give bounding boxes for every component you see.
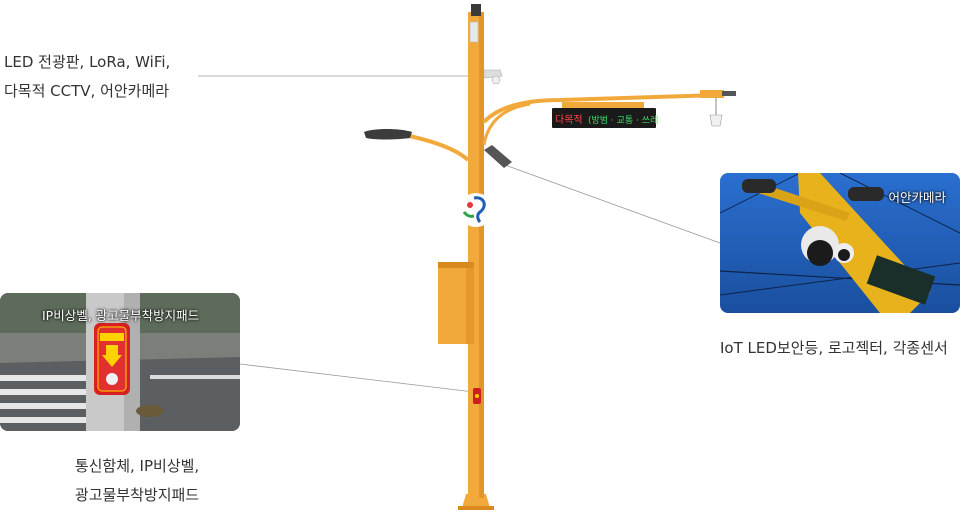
street-light-head [364,129,412,140]
led-board-text-green: (방범 · 교통 · 쓰레 [588,115,658,126]
logojector [484,145,512,168]
led-board-mount [562,102,644,108]
caption-top-left: LED 전광판, LoRa, WiFi, 다목적 CCTV, 어안카메라 [4,48,170,106]
arm-end-sensor [722,91,736,96]
caption-bottom-left: 통신함체, IP비상벨, 광고물부착방지패드 [52,452,222,510]
hanging-camera [709,114,723,127]
caption-line: LED 전광판, LoRa, WiFi, [4,53,171,71]
caption-line: 광고물부착방지패드 [74,486,200,504]
antenna-mount [483,69,503,79]
caption-line: 통신함체, IP비상벨, [74,457,200,475]
fisheye-camera-photo: 어안카메라 [720,173,960,313]
caption-line: IoT LED보안등, 로고젝터, 각종센서 [720,339,948,357]
leader-line-right [504,164,721,244]
led-board [552,108,656,128]
caption-right: IoT LED보안등, 로고젝터, 각종센서 [720,334,948,363]
right-arm [482,93,721,124]
pole-top-cap [471,4,481,16]
caption-line: 다목적 CCTV, 어안카메라 [4,82,170,100]
fisheye-camera-label: 어안카메라 [888,190,946,205]
emergency-bell-label: IP비상벨, 광고물부착방지패드 [42,308,200,323]
led-board-text-red: 다목적 [555,114,583,126]
emergency-bell-photo: IP비상벨, 광고물부착방지패드 [0,293,240,431]
left-arm [399,132,470,162]
leader-line-bottom [239,363,475,393]
